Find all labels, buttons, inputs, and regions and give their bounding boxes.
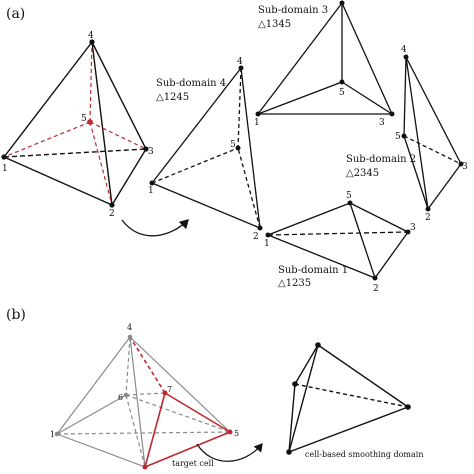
edge-4-1 [3,41,93,158]
tet-b-v1: 1 [50,430,55,439]
edge-1-2 [3,156,113,206]
tet-b-v6: 6 [118,393,123,402]
smoothing-domain [288,344,409,453]
sd4-name: Sub-domain 4 [156,78,226,89]
sd4-tri: △1245 [156,92,189,103]
edge-2-3 [111,148,147,206]
tet-b-v7: 7 [167,385,172,394]
target-cell [129,336,231,468]
smoothing-vertices [286,342,411,455]
target-cell-caption: target cell [172,459,214,468]
vertices-b [54,334,233,470]
sd2-vertices [401,54,464,212]
sd1-name: Sub-domain 1 [278,265,348,276]
subdomain-2 [403,56,462,210]
sd3-v1: 1 [254,118,260,128]
interior-edges-a [3,41,147,206]
sd1-v5: 5 [346,191,352,201]
tet-b-v4: 4 [127,323,132,332]
sd2-v5: 5 [395,132,401,142]
sd1-v1: 1 [264,239,270,249]
tet-a-v5: 5 [81,114,87,124]
tet-a-v2: 2 [109,209,115,219]
tet-a-v1: 1 [2,164,8,174]
sd2-tri: △2345 [346,168,379,179]
mesh-b-gray [56,336,231,468]
sd4-v1: 1 [148,186,154,196]
sd2-name: Sub-domain 2 [346,154,416,165]
sd1-v2: 2 [373,284,379,294]
sd3-v5: 5 [339,88,345,98]
sd1-vertices [265,200,411,281]
tet-b-v5: 5 [234,429,239,438]
sd2-v3: 3 [462,162,468,172]
subdomain-4 [151,67,261,229]
subdomain-1 [267,202,409,279]
edge-4-2 [91,41,113,206]
sd1-tri: △1235 [278,278,311,289]
sd4-vertices [149,65,263,231]
vertices-a [1,39,149,208]
tetrahedron-a [3,41,147,206]
arrow-b [196,443,263,462]
sd4-v5: 5 [230,140,236,150]
panel-b-label: (b) [6,307,26,323]
sd3-name: Sub-domain 3 [258,5,328,16]
sd3-v3: 3 [379,118,385,128]
tet-a-v4: 4 [88,31,94,41]
sd2-v4: 4 [401,45,407,55]
sd2-v2: 2 [425,213,431,223]
edge-1-3-hidden [3,148,147,158]
sd4-v2: 2 [253,232,259,242]
sd4-v4: 4 [237,57,243,67]
sd3-vertices [255,0,395,117]
sd1-v3: 3 [410,223,416,233]
edge-4-3 [91,41,147,150]
subdomain-3 [257,2,393,115]
smoothing-domain-caption: cell-based smoothing domain [305,450,424,459]
tet-a-v3: 3 [148,147,154,157]
panel-a-label: (a) [6,6,25,22]
arrow-a [121,219,189,237]
sd3-tri: △1345 [258,19,291,30]
